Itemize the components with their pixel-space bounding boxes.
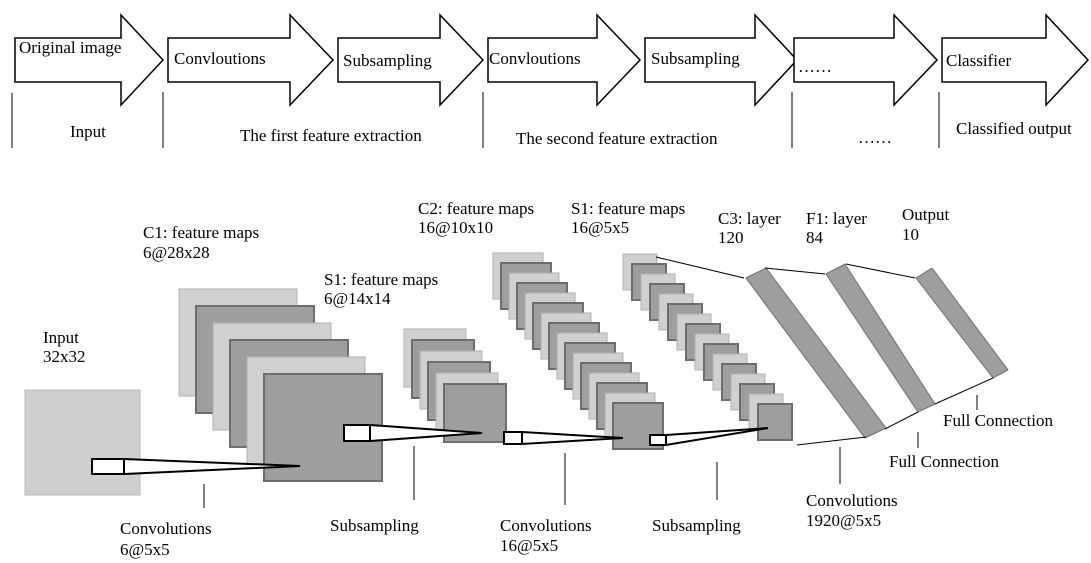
c1-feature-map-stack bbox=[178, 288, 383, 482]
phase-label-input: Input bbox=[70, 122, 106, 141]
pipeline-arrow-ellipsis bbox=[793, 13, 939, 107]
stage-label-subsampling-1: Subsampling bbox=[343, 51, 432, 70]
phase-label-second-feature-extraction: The second feature extraction bbox=[516, 129, 718, 148]
receptive-field-box bbox=[343, 424, 371, 442]
phase-label-ellipsis: …… bbox=[858, 128, 892, 147]
stage-label-subsampling-2: Subsampling bbox=[651, 49, 740, 68]
input-layer-name: Input bbox=[43, 328, 79, 347]
connection-line bbox=[764, 267, 826, 275]
pipeline-arrow-convolutions-1 bbox=[167, 13, 335, 107]
receptive-field-wedge bbox=[123, 457, 301, 476]
output-layer-name: Output bbox=[902, 205, 950, 224]
s1-layer-name: S1: feature maps bbox=[324, 270, 438, 289]
receptive-field-box bbox=[649, 434, 667, 446]
label-leader-lines bbox=[203, 395, 978, 508]
conv3-label-detail: 1920@5x5 bbox=[806, 511, 881, 530]
conv1-label-name: Convolutions bbox=[120, 519, 212, 538]
phase-separators bbox=[11, 92, 940, 148]
pipeline-arrow-subsampling-2 bbox=[644, 13, 799, 107]
c2-layer-size: 16@10x10 bbox=[418, 218, 493, 237]
pipeline-arrows bbox=[14, 13, 1090, 107]
dense-layer-bars bbox=[745, 263, 1009, 439]
f1-layer-name: F1: layer bbox=[806, 209, 867, 228]
c2-feature-map-stack bbox=[492, 252, 664, 450]
f1-layer-size: 84 bbox=[806, 228, 824, 247]
receptive-field-wedge bbox=[369, 423, 483, 443]
output-layer-bar bbox=[915, 267, 1009, 379]
stage-label-ellipsis: …… bbox=[798, 57, 832, 76]
pipeline-stage-labels: Original image Convloutions Subsampling … bbox=[19, 38, 1011, 76]
stage-label-classifier: Classifier bbox=[946, 51, 1011, 70]
connection-line bbox=[655, 256, 745, 279]
operation-labels: Convolutions 6@5x5 Subsampling Convoluti… bbox=[120, 411, 1054, 559]
phase-label-first-feature-extraction: The first feature extraction bbox=[240, 126, 422, 145]
pipeline-phase-labels: Input The first feature extraction The s… bbox=[70, 119, 1072, 148]
connection-line bbox=[934, 377, 994, 405]
subsampling2-label: Subsampling bbox=[652, 516, 741, 535]
stage-label-convolutions-2: Convloutions bbox=[489, 49, 581, 68]
s1-layer-size: 6@14x14 bbox=[324, 289, 391, 308]
stage-label-convolutions-1: Convloutions bbox=[174, 49, 266, 68]
conv2-label-name: Convolutions bbox=[500, 516, 592, 535]
s1-feature-map-stack bbox=[403, 328, 507, 443]
conv2-label-detail: 16@5x5 bbox=[500, 536, 558, 555]
pipeline-arrow-subsampling-1 bbox=[337, 13, 485, 107]
receptive-field-wedge bbox=[521, 430, 624, 446]
pipeline-arrow-classifier bbox=[941, 13, 1090, 107]
connection-line bbox=[884, 411, 919, 430]
c3-layer-name: C3: layer bbox=[718, 209, 781, 228]
conv3-label-name: Convolutions bbox=[806, 491, 898, 510]
conv1-label-detail: 6@5x5 bbox=[120, 540, 170, 559]
connection-line bbox=[796, 436, 867, 446]
layer-connections bbox=[655, 256, 994, 446]
pipeline-arrow-original-image bbox=[14, 13, 165, 107]
full-connection-label-2: Full Connection bbox=[943, 411, 1054, 430]
input-image-plane bbox=[24, 389, 141, 496]
stage-label-original-image: Original image bbox=[19, 38, 121, 57]
receptive-field-box bbox=[91, 458, 125, 475]
receptive-field-box bbox=[503, 431, 523, 445]
c2-layer-name: C2: feature maps bbox=[418, 199, 534, 218]
c1-layer-size: 6@28x28 bbox=[143, 243, 210, 262]
receptive-fields bbox=[91, 423, 769, 476]
c3-layer-size: 120 bbox=[718, 228, 744, 247]
connection-line bbox=[845, 263, 916, 279]
full-connection-label-1: Full Connection bbox=[889, 452, 1000, 471]
subsampling1-label: Subsampling bbox=[330, 516, 419, 535]
output-layer-size: 10 bbox=[902, 225, 919, 244]
layer-labels: Input 32x32 C1: feature maps 6@28x28 S1:… bbox=[43, 199, 950, 366]
c1-layer-name: C1: feature maps bbox=[143, 223, 259, 242]
s1-small-feature-map-stack bbox=[622, 253, 793, 441]
input-image bbox=[24, 389, 141, 496]
pipeline-arrow-convolutions-2 bbox=[487, 13, 642, 107]
input-layer-size: 32x32 bbox=[43, 347, 86, 366]
phase-label-classified-output: Classified output bbox=[956, 119, 1072, 138]
s1-small-layer-name: S1: feature maps bbox=[571, 199, 685, 218]
receptive-field-wedge bbox=[665, 427, 769, 447]
s1-small-layer-size: 16@5x5 bbox=[571, 218, 629, 237]
s1-small-feature-map bbox=[757, 403, 793, 441]
